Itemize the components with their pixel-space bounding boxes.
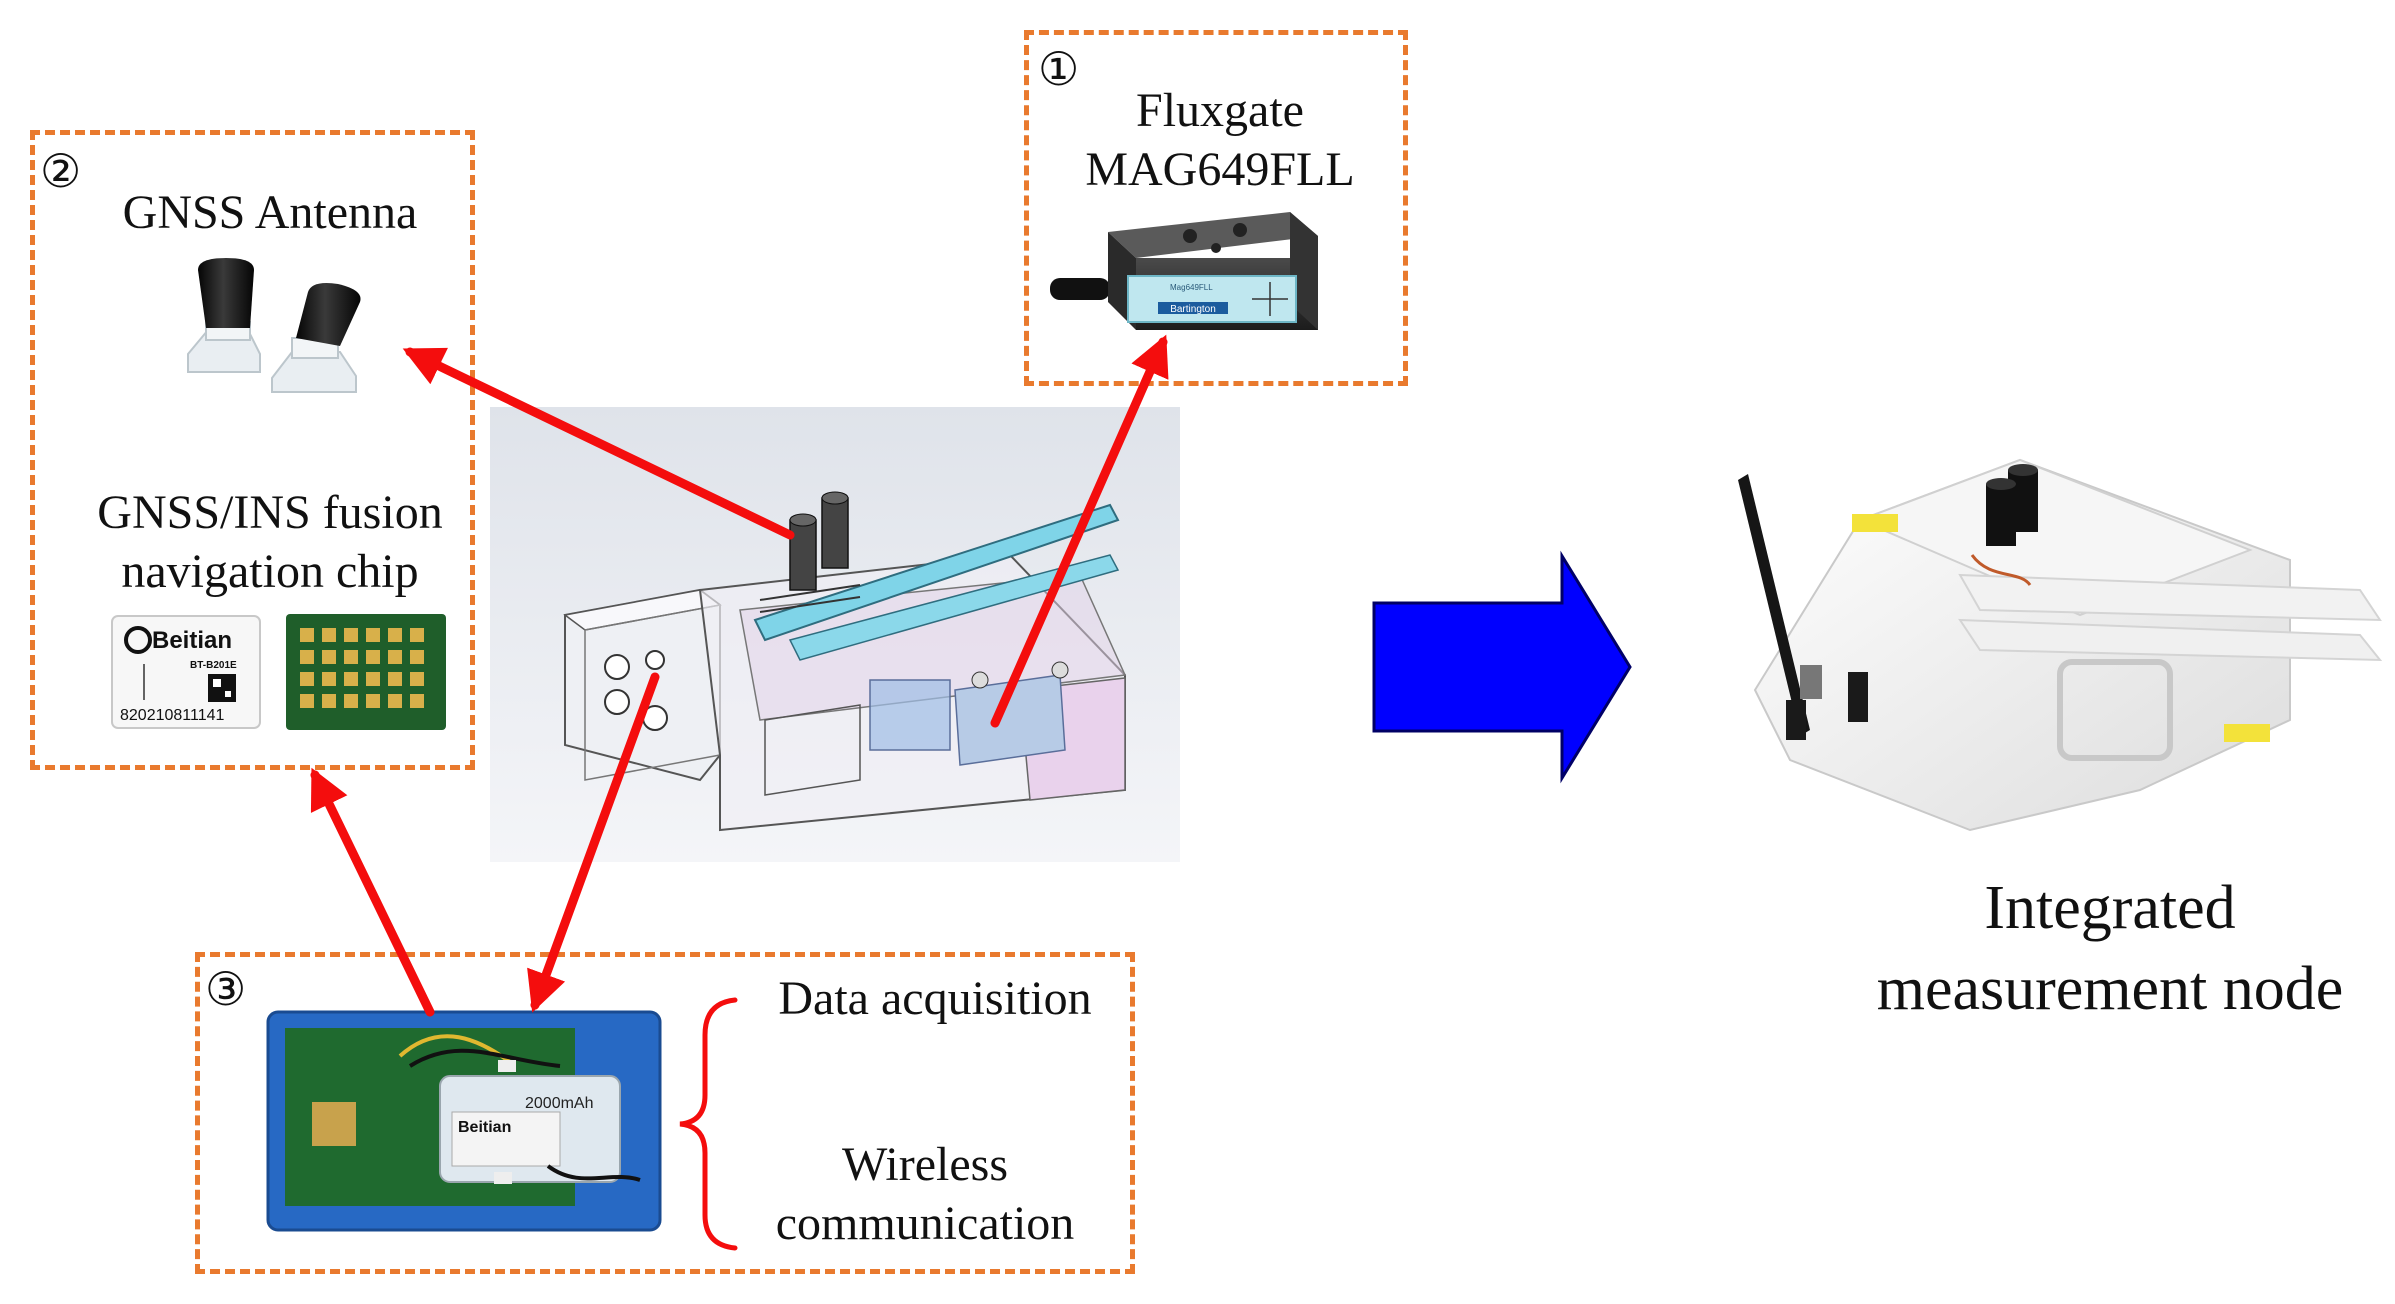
arrow-to-fluxgate: [990, 334, 1169, 728]
wireless-label-line2: communication: [775, 1196, 1075, 1250]
module-3-brace: [679, 997, 738, 1251]
integrated-node-label-line2: measurement node: [1876, 954, 2344, 1023]
board-brand-text: Beitian: [458, 1119, 511, 1136]
arrow-to-gnss-antenna: [402, 347, 795, 540]
battery-capacity-text: 2000mAh: [525, 1095, 594, 1112]
data-acquisition-board-image: 2000mAh Beitian: [266, 1010, 662, 1232]
arrow-to-board: [527, 672, 660, 1013]
fusion-chip-label-line2: navigation chip: [121, 544, 419, 598]
chip-serial-text: 820210811141: [120, 707, 225, 724]
sensor-brand-text: Bartington: [1170, 304, 1216, 315]
fluxgate-sensor-image: Mag649FLL Bartington: [1050, 212, 1318, 330]
fusion-chip-label: GNSS/INS fusion navigation chip: [70, 484, 470, 601]
fluxgate-label-line1: Fluxgate: [1136, 84, 1304, 137]
module-3-box: [195, 952, 1135, 1274]
module-1-number: ①: [1038, 42, 1080, 96]
module-3-number: ③: [205, 962, 247, 1016]
module-1-box: [1024, 30, 1408, 386]
fluxgate-label-line2: MAG649FLL: [1085, 142, 1355, 196]
module-2-box: [30, 130, 475, 770]
integrated-node-label-line1: Integrated: [1984, 874, 2236, 942]
wireless-communication-label: Wireless communication: [760, 1136, 1090, 1253]
gnss-antenna-label: GNSS Antenna: [122, 186, 418, 239]
cad-model-image: [490, 407, 1180, 862]
wireless-label-line1: Wireless: [841, 1138, 1008, 1191]
navigation-chip-image: Beitian BT-B201E 820210811141: [111, 614, 446, 730]
integrated-node-image: [1738, 458, 2383, 832]
svg-text:Mag649FLL: Mag649FLL: [1170, 283, 1213, 292]
chip-model-text: BT-B201E: [190, 660, 237, 671]
fluxgate-label: Fluxgate MAG649FLL: [1060, 82, 1380, 199]
fusion-chip-label-line1: GNSS/INS fusion: [97, 486, 443, 539]
flow-arrow: [1372, 550, 1632, 784]
chip-brand-text: Beitian: [152, 627, 232, 654]
connector-arrows: [310, 334, 1169, 1017]
data-acquisition-label: Data acquisition: [778, 972, 1092, 1025]
module-2-number: ②: [40, 144, 82, 198]
integrated-node-label: Integrated measurement node: [1830, 868, 2390, 1029]
gnss-antenna-image: [187, 258, 361, 393]
arrow-board-to-chip: [310, 767, 435, 1017]
